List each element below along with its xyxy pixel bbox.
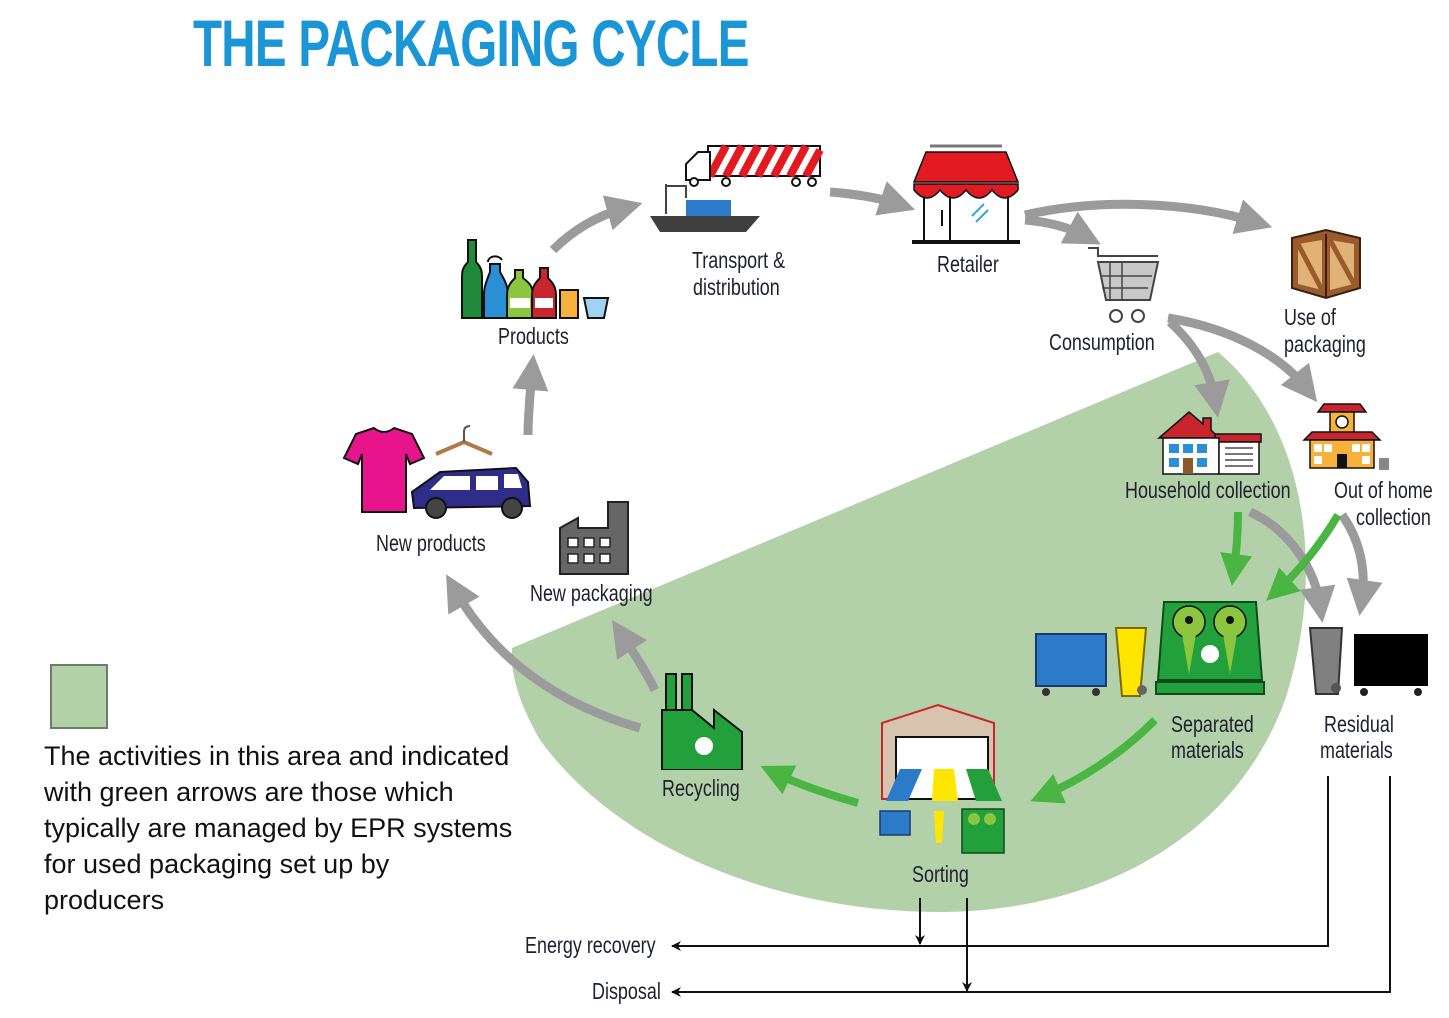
- shop-icon: [912, 144, 1020, 244]
- shopping-cart-icon: [1088, 247, 1160, 323]
- shirt-car-icon: [342, 425, 532, 519]
- use-of-packaging-label-line2: packaging: [1284, 331, 1366, 357]
- arrow-products-to-transport: [549, 195, 643, 254]
- waste-bins-icon: [1308, 627, 1428, 696]
- recycling-bins-icon: [1035, 601, 1265, 697]
- school-building-icon: [1302, 403, 1389, 470]
- arrow-consumption-to-out-of-home: [1167, 313, 1318, 403]
- green-arrow-separated-to-sorting: [1030, 717, 1158, 804]
- residual-materials-label-line2: materials: [1320, 737, 1393, 763]
- out-of-home-label-line1: Out of home: [1334, 477, 1433, 503]
- green-arrow-household-to-separated: [1220, 511, 1252, 586]
- wooden-crate-icon: [1291, 228, 1361, 300]
- house-icon: [1156, 411, 1262, 475]
- legend-swatch-epr-area: [50, 664, 108, 729]
- transport-label-line2: distribution: [693, 274, 780, 300]
- arrow-recycling-to-new-packaging: [612, 620, 660, 693]
- bottles-icon: [461, 239, 610, 319]
- line-residual-to-energy: [671, 776, 1329, 951]
- energy-recovery-label: Energy recovery: [525, 932, 656, 958]
- epr-area: [511, 352, 1306, 912]
- recycling-label: Recycling: [662, 775, 740, 801]
- factory-icon: [559, 501, 629, 575]
- arrow-retailer-to-use-of-packaging: [1024, 199, 1273, 234]
- retailer-label: Retailer: [937, 251, 999, 277]
- green-arrow-out-of-home-to-separated: [1266, 512, 1342, 601]
- truck-ship-icon: [650, 142, 825, 232]
- separated-materials-label-line2: materials: [1171, 737, 1244, 763]
- new-packaging-label: New packaging: [530, 580, 653, 606]
- arrow-new-products-to-products: [512, 354, 549, 436]
- green-arrow-sorting-to-recycling: [760, 765, 860, 807]
- use-of-packaging-label-line1: Use of: [1284, 304, 1336, 330]
- new-products-label: New products: [376, 530, 486, 556]
- arrow-transport-to-retailer: [829, 181, 916, 216]
- household-collection-label: Household collection: [1125, 477, 1291, 503]
- arrow-out-of-home-to-residual: [1338, 512, 1383, 616]
- page-title: THE PACKAGING CYCLE: [193, 6, 749, 80]
- legend-text: The activities in this area and indicate…: [44, 741, 513, 915]
- arrow-retailer-to-consumption: [1024, 211, 1101, 245]
- disposal-label: Disposal: [592, 978, 661, 1004]
- separated-materials-label-line1: Separated: [1171, 711, 1254, 737]
- residual-materials-label-line1: Residual: [1324, 711, 1394, 737]
- sorting-label: Sorting: [912, 861, 969, 887]
- products-label: Products: [498, 323, 569, 349]
- line-residual-to-disposal: [671, 776, 1391, 997]
- arrow-recycling-to-new-products: [446, 574, 642, 733]
- recycling-factory-icon: [661, 673, 743, 770]
- transport-label-line1: Transport &: [692, 247, 786, 273]
- consumption-label: Consumption: [1049, 329, 1155, 355]
- sorting-facility-icon: [879, 703, 1005, 854]
- arrow-household-to-residual: [1248, 507, 1336, 623]
- arrow-consumption-to-household: [1166, 318, 1230, 418]
- out-of-home-label-line2: collection: [1356, 504, 1431, 530]
